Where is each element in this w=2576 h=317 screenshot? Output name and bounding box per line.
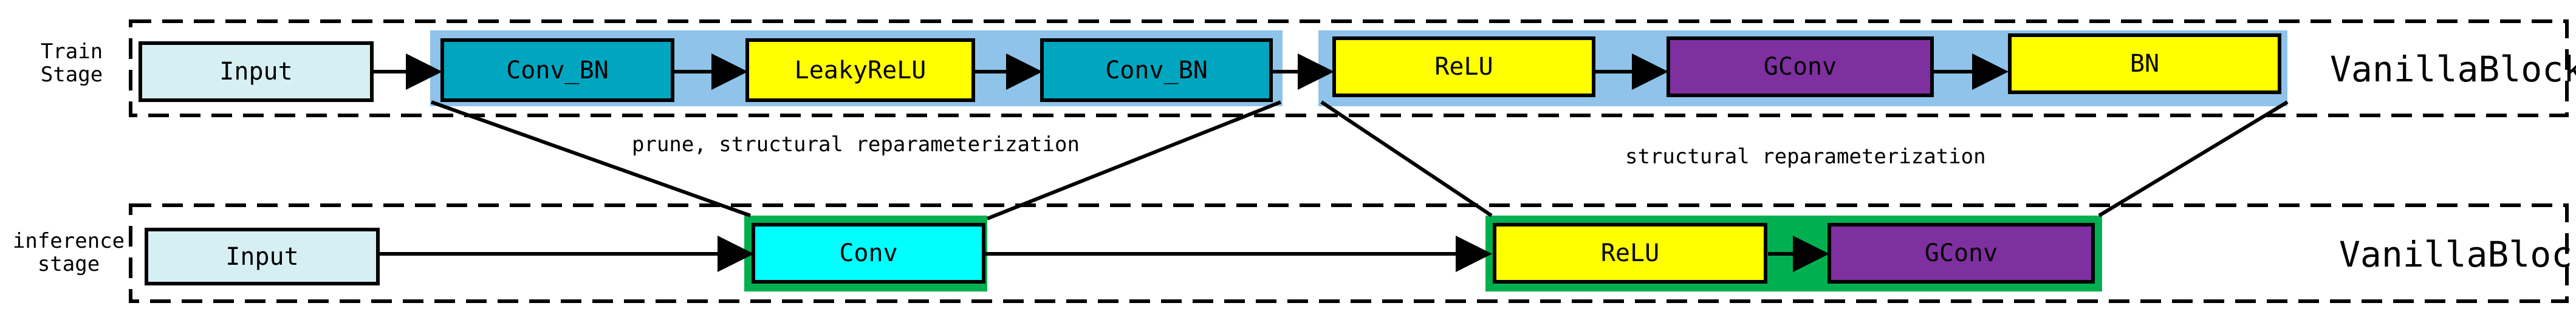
train-gconv-node: GConv [1667,36,1934,97]
train-conv-bn-node-1: Conv_BN [440,38,674,102]
caption-prune-reparam: prune, structural reparameterization [632,132,1080,157]
train-conv-bn-node-2: Conv_BN [1040,38,1273,102]
map-line-left-inner [986,100,1282,220]
inference-conv-node: Conv [752,223,985,284]
inference-stage-label-line2: stage [37,252,100,276]
map-line-right-inner [2098,100,2289,217]
train-bn-node: BN [2008,33,2281,94]
train-stage-label: Train Stage [35,40,108,86]
train-relu-node: ReLU [1332,36,1595,97]
inference-stage-label-line1: inference [12,229,125,253]
train-stage-frame [129,19,2569,117]
map-line-left-outer [430,100,752,217]
map-line-right-outer [1320,100,1493,217]
inference-stage-frame [129,203,2569,303]
inference-gconv-node: GConv [1828,223,2095,284]
caption-structural-reparam: structural reparameterization [1625,145,1986,169]
inference-stage-label: inference stage [11,230,126,276]
train-block-label: VanillaBlock [2330,49,2576,90]
inference-block-label: VanillaBlock [2339,234,2576,275]
train-input-node: Input [139,41,374,102]
inference-input-node: Input [145,228,380,285]
train-stage-label-line2: Stage [40,63,103,87]
train-stage-label-line1: Train [40,39,103,64]
inference-relu-node: ReLU [1493,223,1767,284]
train-leaky-relu-node: LeakyReLU [745,38,975,102]
